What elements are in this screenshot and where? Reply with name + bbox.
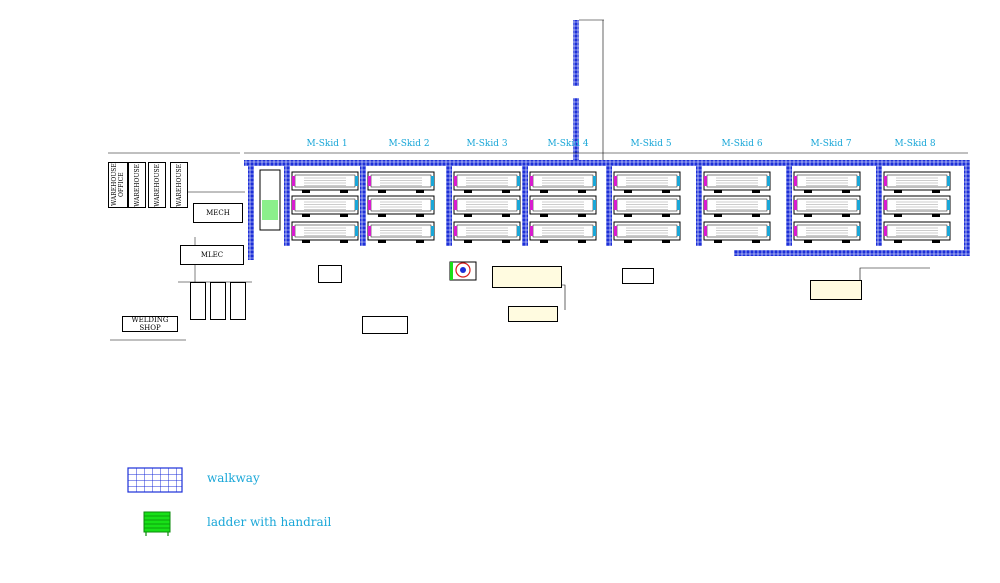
skid-label-1: M-Skid 1 [306, 139, 348, 149]
skid-blocks [259, 169, 951, 243]
small-building-4 [318, 265, 342, 283]
skid-label-2: M-Skid 2 [388, 139, 430, 149]
small-building-2 [210, 282, 226, 320]
warehouse-2: WAREHOUSE [148, 162, 166, 208]
skid-block [291, 171, 359, 243]
area-tag-1 [492, 266, 562, 288]
skid-label-3: M-Skid 3 [466, 139, 508, 149]
vertical-walkway [446, 166, 452, 246]
area-tag-2 [508, 306, 558, 322]
main-walkway [244, 160, 970, 166]
skid-label-6: M-Skid 6 [721, 139, 763, 149]
north-walkway-lower [573, 98, 579, 160]
lower-right-walkway [734, 250, 970, 256]
skid-block [529, 171, 597, 243]
skid-block [703, 171, 771, 243]
vertical-walkway [786, 166, 792, 246]
legend-ladder-label: ladder with handrail [207, 515, 332, 529]
small-building-5 [362, 316, 408, 334]
skid-label-8: M-Skid 8 [894, 139, 936, 149]
area-tag-4 [622, 268, 654, 284]
vertical-walkway [696, 166, 702, 246]
vertical-walkway [248, 166, 254, 260]
ladder-icon [143, 511, 171, 536]
vertical-walkway [522, 166, 528, 246]
skid-block [883, 171, 951, 243]
mlec-building: MLEC [180, 245, 244, 265]
skid-label-4: M-Skid 4 [547, 139, 589, 149]
mech-building: MECH [193, 203, 243, 223]
area-tag-3 [810, 280, 862, 300]
vertical-walkway [606, 166, 612, 246]
skid-block [453, 171, 521, 243]
warehouse-office: WAREHOUSE OFFICE [108, 162, 128, 208]
right-walkway [964, 160, 970, 256]
skid-label-5: M-Skid 5 [630, 139, 672, 149]
skid-block-small [259, 169, 281, 231]
north-walkway-upper [573, 20, 579, 86]
walkway-hatch-icon [127, 467, 183, 493]
small-building-1 [190, 282, 206, 320]
skid-block [367, 171, 435, 243]
warehouse-1: WAREHOUSE [128, 162, 146, 208]
legend-walkway-label: walkway [207, 471, 260, 485]
vertical-walkway [284, 166, 290, 246]
vertical-walkway [876, 166, 882, 246]
skid-block [613, 171, 681, 243]
small-building-3 [230, 282, 246, 320]
warehouse-3: WAREHOUSE [170, 162, 188, 208]
skid-block [793, 171, 861, 243]
vertical-walkway [360, 166, 366, 246]
skid-label-7: M-Skid 7 [810, 139, 852, 149]
welding-shop: WELDING SHOP [122, 316, 178, 332]
compressor-skid [449, 261, 477, 281]
vertical-walkways [248, 166, 882, 260]
